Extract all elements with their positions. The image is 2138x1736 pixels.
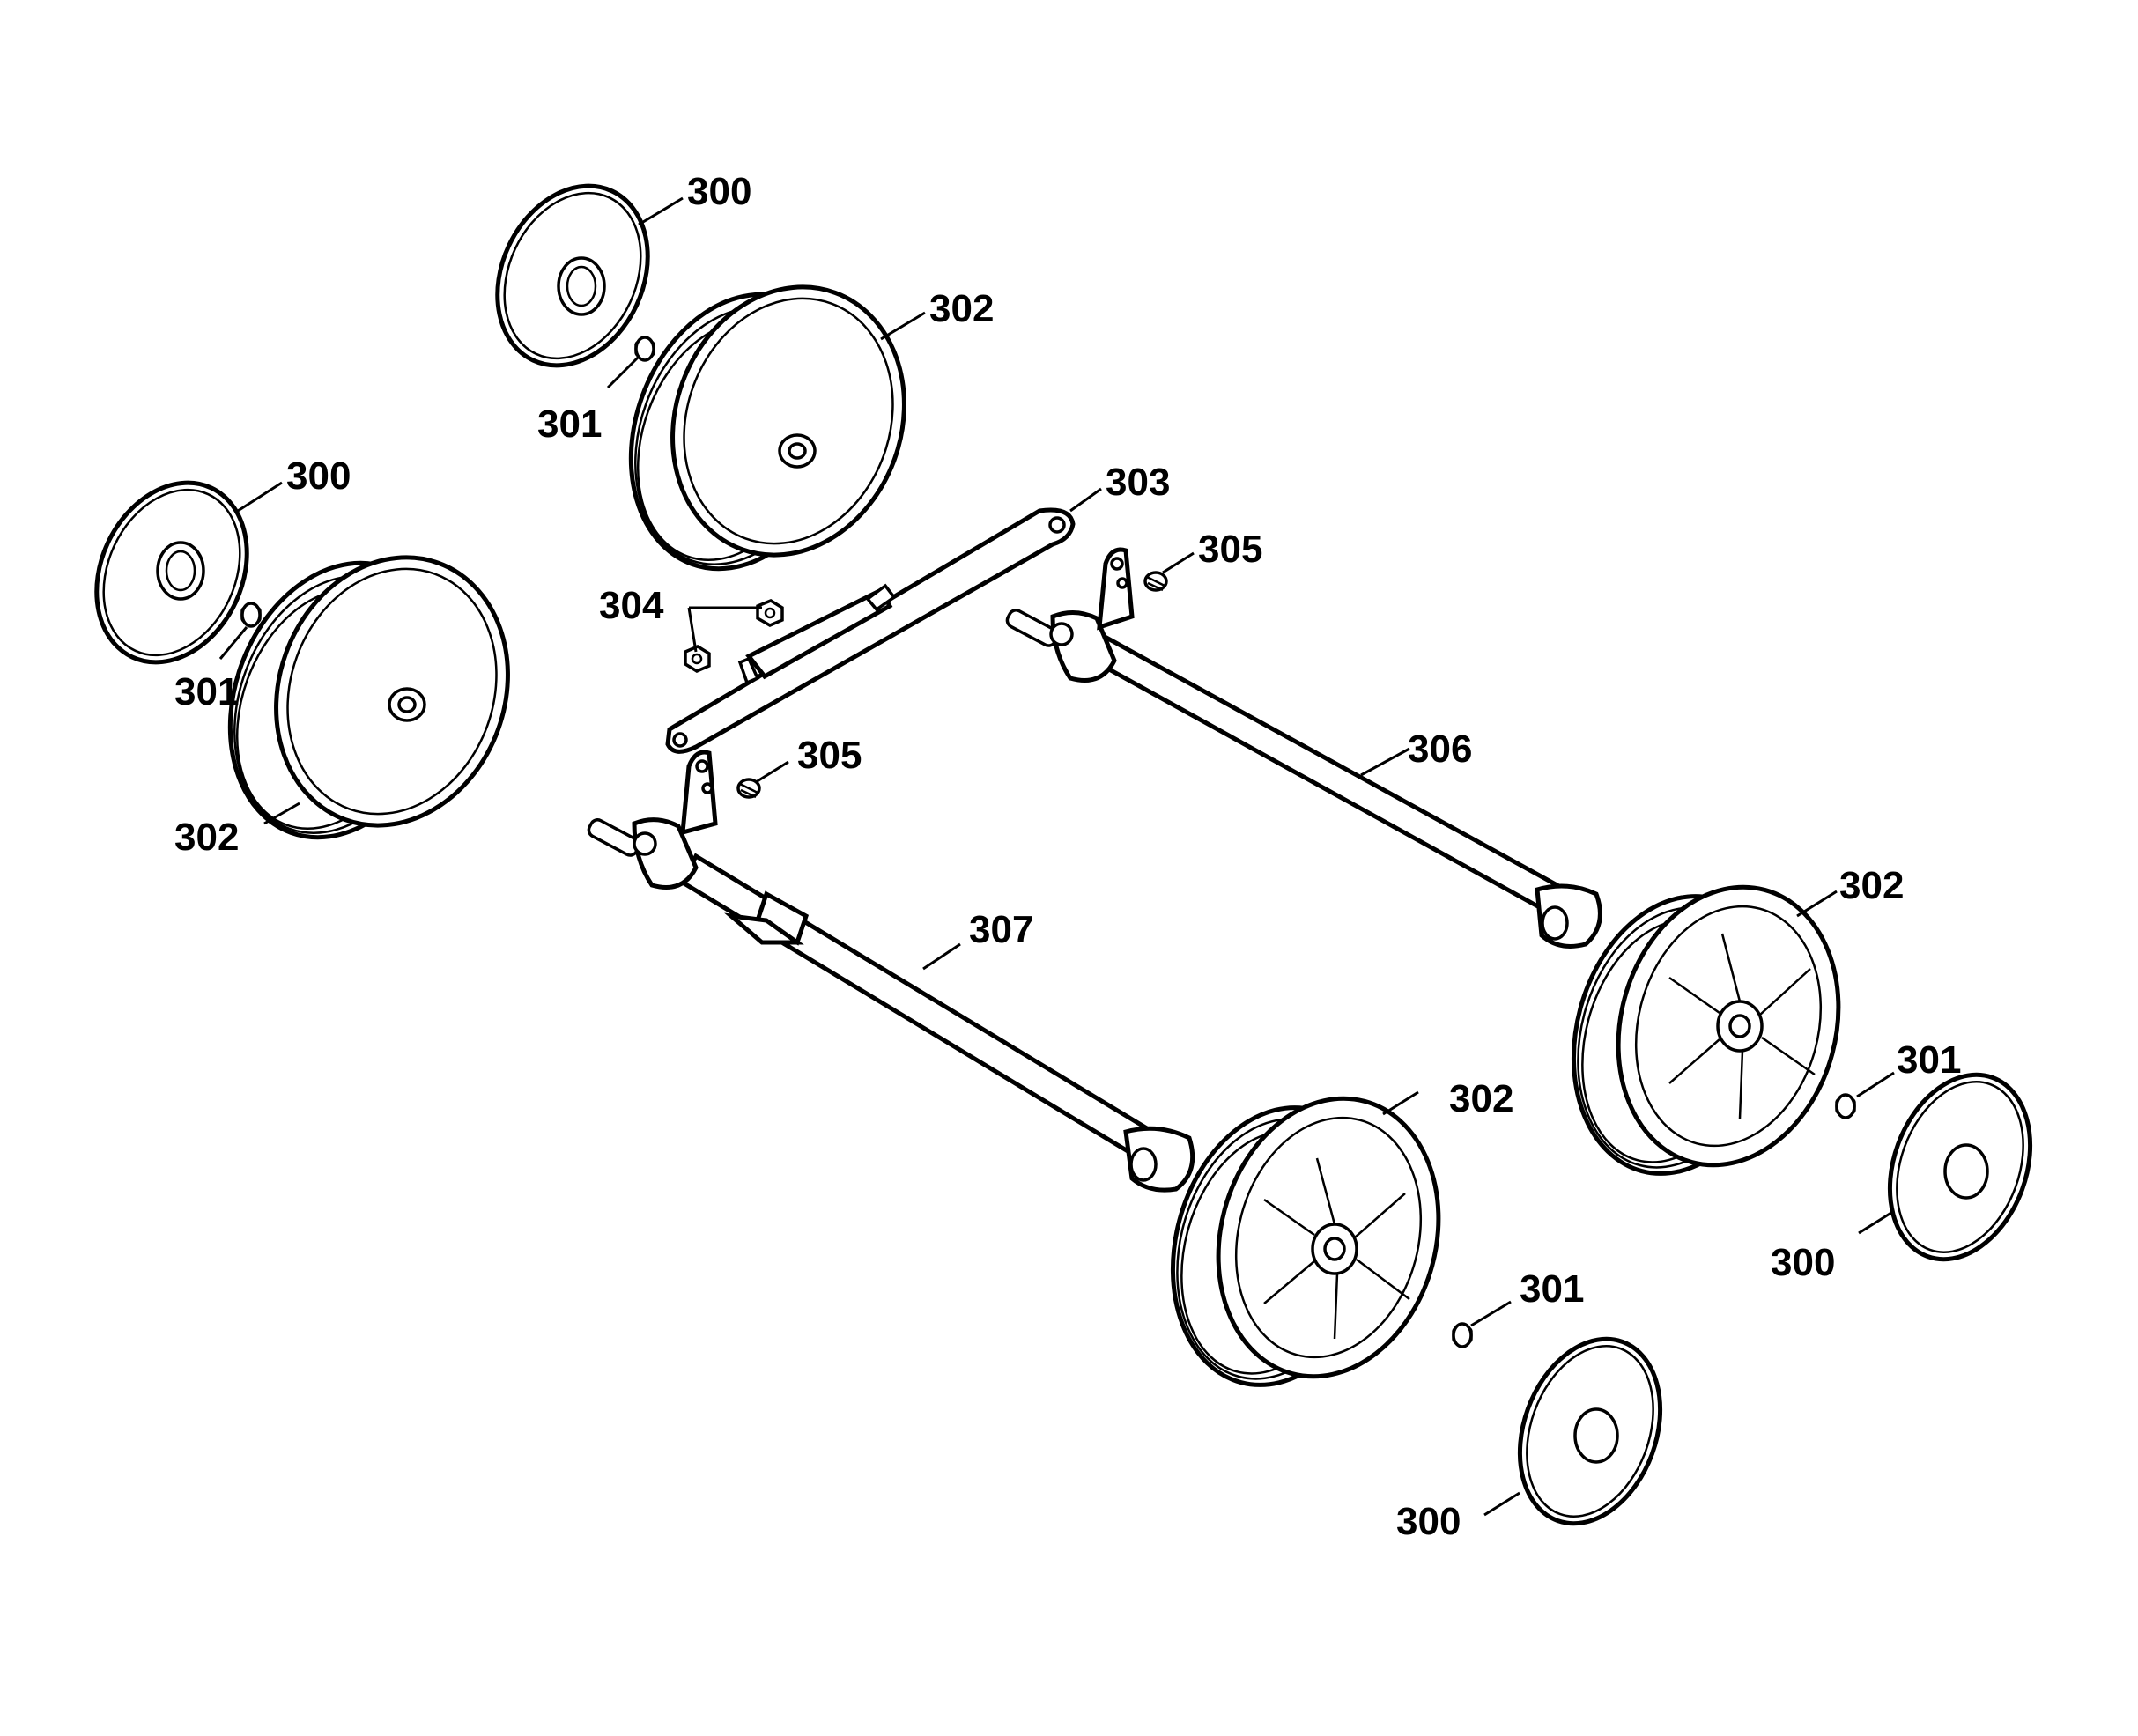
label-305-top: 305: [1198, 528, 1262, 571]
wheel-right: [1571, 884, 1841, 1176]
spring-clip-top: [1143, 571, 1168, 592]
front-axle: [587, 750, 1195, 1193]
label-302-bottom: 302: [1449, 1077, 1513, 1120]
spring-clip-left: [736, 778, 761, 799]
label-302-left: 302: [174, 816, 239, 859]
label-300-left: 300: [286, 454, 351, 498]
label-302-top: 302: [929, 287, 994, 330]
wheel-cover-disc-left: [94, 480, 249, 665]
height-adjust-bracket: [665, 507, 1076, 754]
hub-bolt-top: [634, 336, 655, 362]
wheel-bottom: [1170, 1096, 1441, 1387]
leader-lines: [218, 196, 1895, 1517]
label-300-bottom: 300: [1396, 1500, 1461, 1543]
label-301-left: 301: [174, 670, 239, 713]
label-306: 306: [1408, 728, 1472, 771]
label-300-top: 300: [687, 170, 751, 213]
hex-nut-lower: [684, 645, 711, 673]
hub-bolt-right: [1835, 1093, 1856, 1119]
hex-nut-upper: [756, 599, 784, 627]
hub-bolt-left: [240, 602, 262, 628]
label-305-left: 305: [797, 734, 862, 777]
label-301-top: 301: [537, 403, 602, 446]
wheel-cover-disc-right: [1887, 1072, 2033, 1262]
wheel-left: [227, 555, 510, 840]
label-303: 303: [1106, 461, 1170, 504]
hub-bolt-bottom: [1452, 1322, 1473, 1348]
label-300-right: 300: [1771, 1241, 1835, 1284]
wheel-cover-disc-bottom: [1517, 1336, 1663, 1526]
label-302-right: 302: [1839, 864, 1904, 907]
wheel-cover-disc-top: [495, 183, 650, 368]
rear-axle: [1005, 547, 1602, 949]
label-301-right: 301: [1897, 1038, 1961, 1082]
wheel-top: [628, 284, 906, 572]
label-301-bottom: 301: [1520, 1267, 1584, 1311]
label-304: 304: [599, 584, 664, 627]
label-307: 307: [969, 908, 1033, 951]
